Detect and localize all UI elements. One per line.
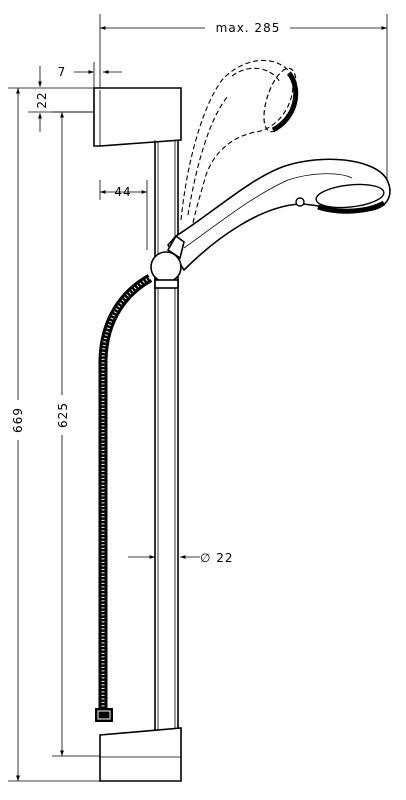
hand-shower-tilted	[180, 59, 299, 229]
dim-bar-offset-label: 44	[114, 185, 131, 199]
dim-max-width-label: max. 285	[216, 21, 281, 35]
dim-offset-top-label: 7	[58, 65, 67, 79]
hand-shower	[166, 158, 391, 272]
dim-bar-diameter: ∅ 22	[128, 551, 234, 565]
bottom-bracket	[99, 727, 182, 782]
dim-offset-top: 7	[58, 62, 122, 90]
spray-face	[315, 183, 385, 209]
shower-holder	[150, 234, 185, 289]
dim-hole-spacing-label: 625	[56, 402, 70, 428]
slide-bar	[154, 111, 179, 745]
dim-max-width: max. 285	[99, 14, 388, 200]
dim-bar-diameter-label: ∅ 22	[200, 551, 234, 565]
dim-bracket-height-label: 22	[35, 91, 49, 108]
dim-total-height: 669	[8, 87, 100, 782]
dim-total-height-label: 669	[11, 407, 25, 433]
top-bracket	[93, 87, 182, 150]
shower-hose	[95, 274, 153, 722]
dim-hole-spacing: 625	[52, 111, 100, 757]
dim-bar-offset: 44	[99, 180, 148, 250]
shower-nozzle	[295, 197, 305, 207]
